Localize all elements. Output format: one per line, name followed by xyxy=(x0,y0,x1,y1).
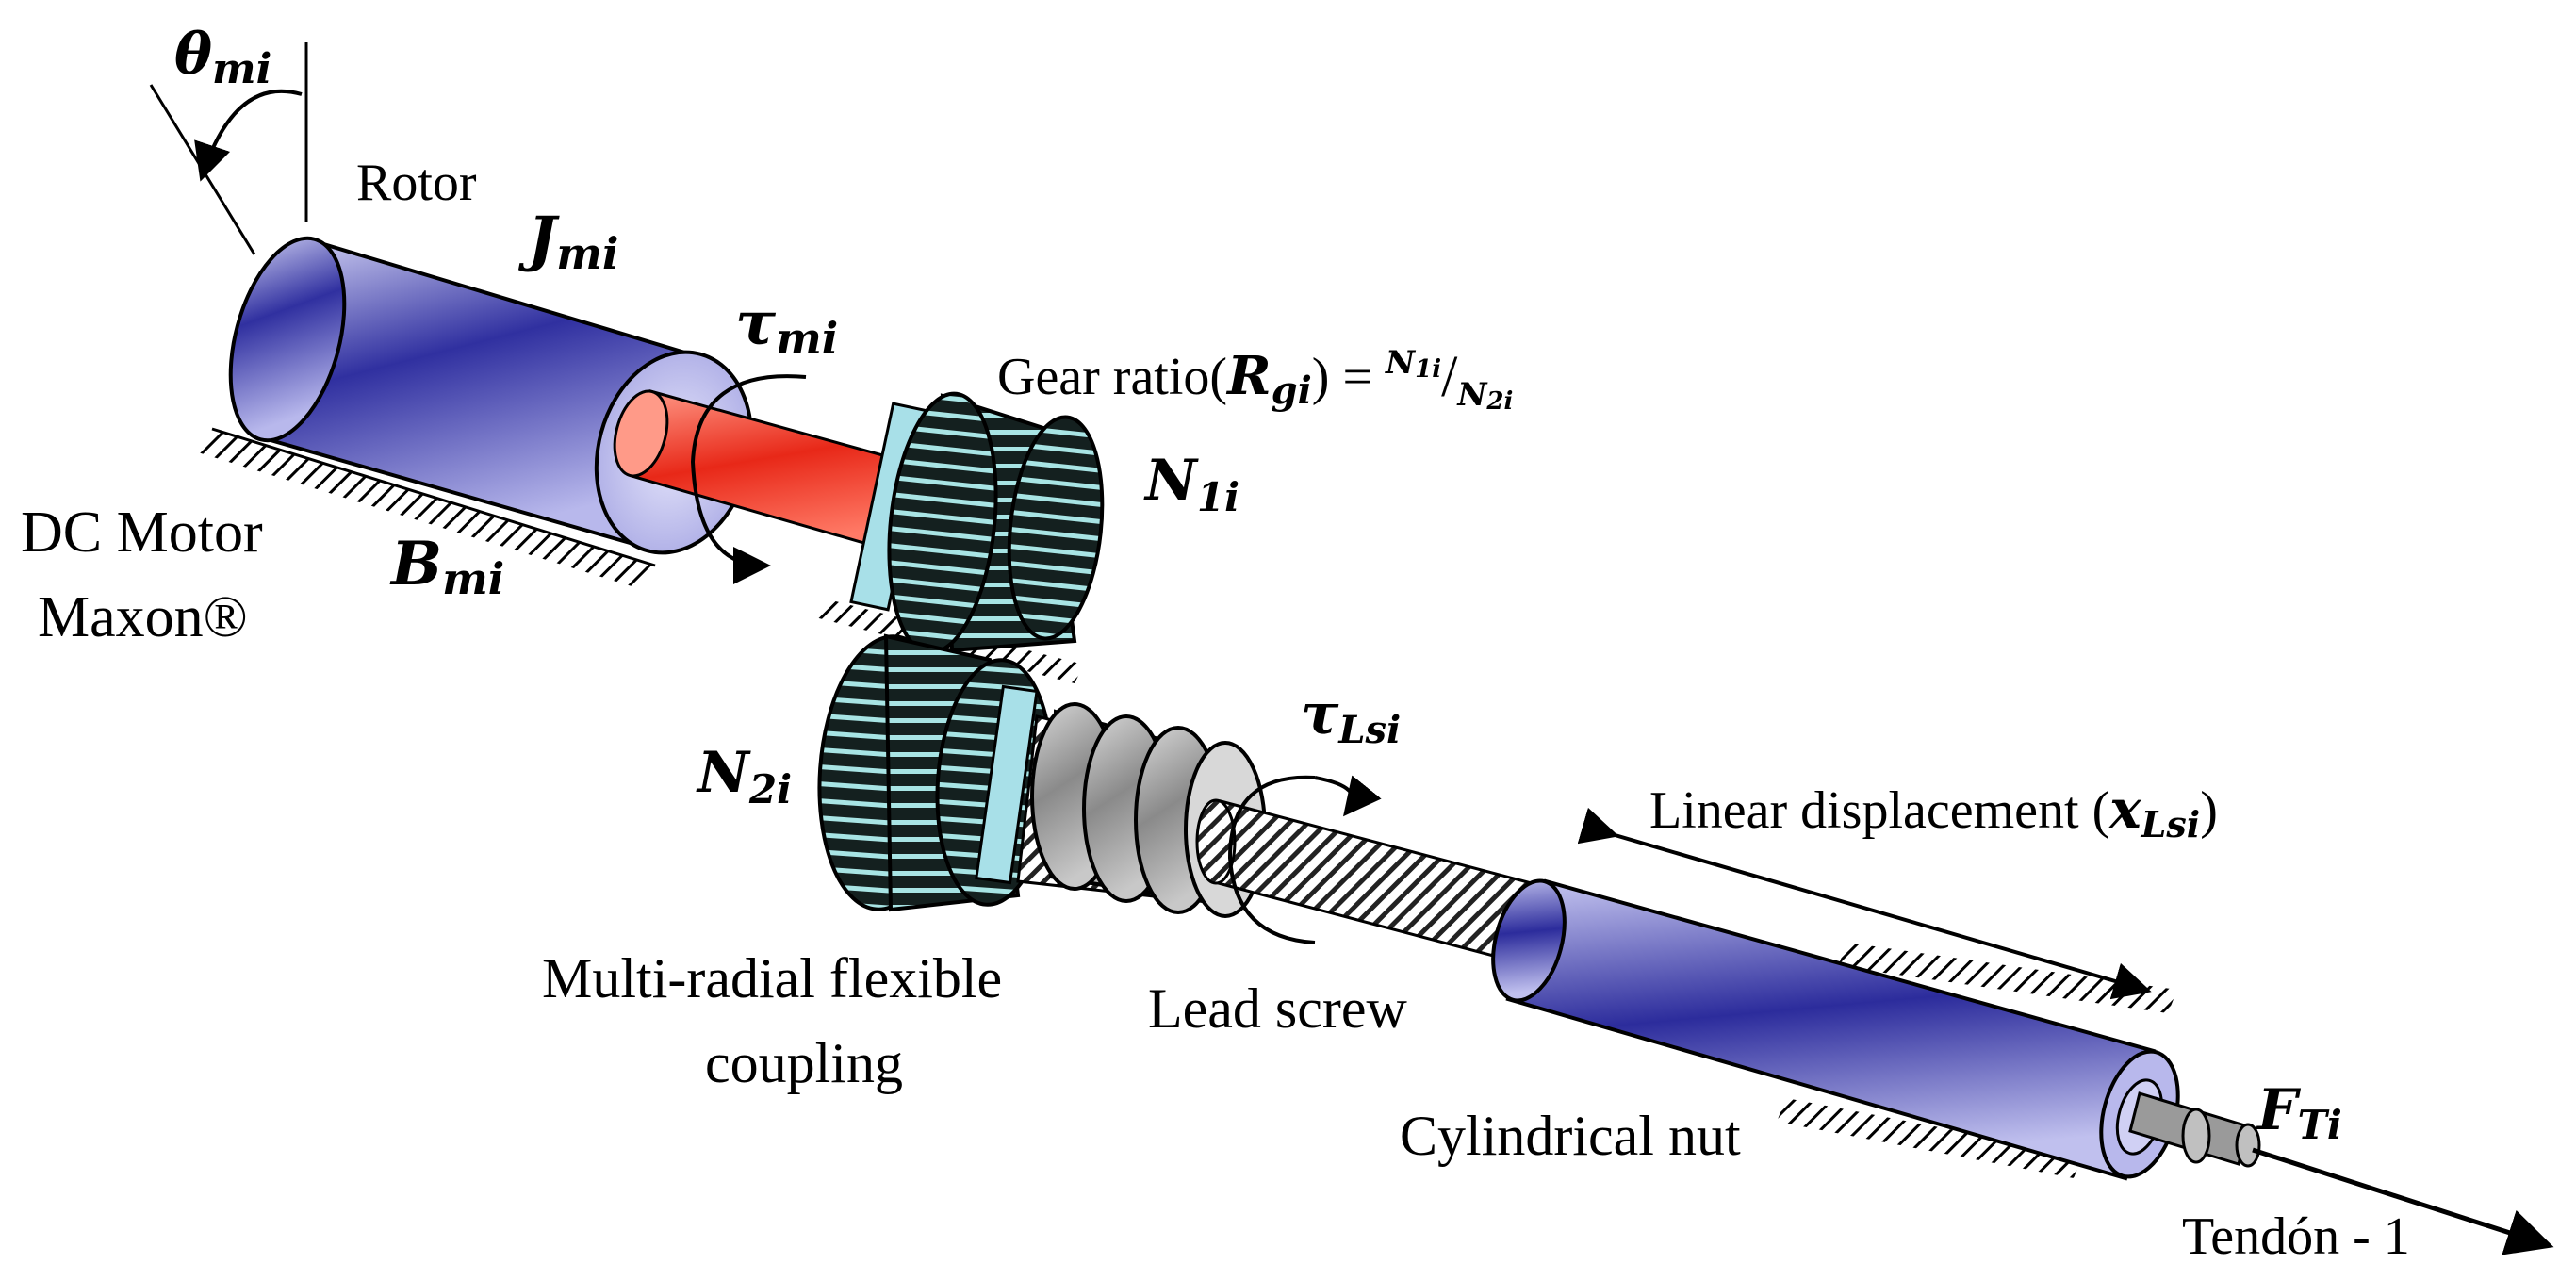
tendon-label: Tendón - 1 xyxy=(2182,1207,2410,1266)
nut-ground-hatch-bottom xyxy=(1777,1098,2083,1178)
tau-lsi-rotation-arrow xyxy=(1227,775,1382,944)
tendon-line xyxy=(2252,1147,2554,1255)
motor-ground-hatch xyxy=(198,427,656,589)
b-mi-label: Bmi xyxy=(389,529,504,604)
linear-displacement-arrow xyxy=(1577,807,2152,1000)
lead-screw xyxy=(1195,798,1562,973)
tendon-connector xyxy=(2128,1091,2261,1168)
dc-motor-label-line2: Maxon® xyxy=(38,585,248,649)
linear-displacement-label: Linear displacement (xLsi) xyxy=(1649,779,2218,845)
tau-lsi-label: τLsi xyxy=(1301,681,1401,752)
tau-mi-rotation-arrow xyxy=(690,374,807,584)
j-mi-label: Jmi xyxy=(517,204,618,279)
theta-mi-label: θmi xyxy=(174,22,271,93)
flexible-coupling xyxy=(1016,702,1267,918)
lead-screw-label: Lead screw xyxy=(1148,977,1408,1040)
n-2i-label: N2i xyxy=(696,740,792,812)
f-ti-label: FTi xyxy=(2256,1077,2342,1148)
tau-mi-label: τmi xyxy=(735,288,838,364)
n-1i-label: N1i xyxy=(1143,448,1239,520)
dc-motor-label-line1: DC Motor xyxy=(21,501,263,565)
gear-n1 xyxy=(849,391,1105,655)
theta-angle-indicator xyxy=(149,42,308,255)
coupling-label-line2: coupling xyxy=(705,1032,903,1094)
gear-ratio-label: Gear ratio(Rgi) = N1i/N2i xyxy=(997,344,1513,416)
cylindrical-nut-label: Cylindrical nut xyxy=(1400,1105,1741,1167)
coupling-label-line1: Multi-radial flexible xyxy=(542,947,1002,1009)
rotor-label: Rotor xyxy=(356,154,477,212)
